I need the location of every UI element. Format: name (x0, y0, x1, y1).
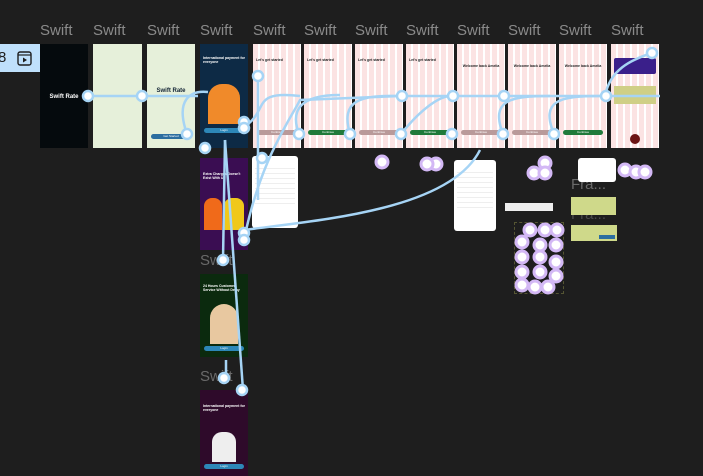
login-button[interactable]: Login (204, 464, 244, 469)
connector-handles (81, 46, 659, 397)
continue-button[interactable]: Continue (308, 130, 348, 135)
frame-label[interactable]: Swift (508, 22, 541, 39)
frame-label[interactable]: Swift (406, 22, 439, 39)
flow-number: 8 (0, 49, 7, 66)
login-button[interactable]: Login (204, 128, 244, 133)
modal-dialog[interactable] (578, 158, 616, 182)
frame-label[interactable]: Swift (40, 22, 73, 39)
login-button[interactable]: Login (204, 346, 244, 351)
logo-text: Swift Rate (156, 88, 186, 94)
continue-button[interactable]: Continue (563, 130, 603, 135)
frame-label[interactable]: Swift (457, 22, 490, 39)
play-frame-icon (17, 51, 32, 66)
logo-text: Swift Rate (49, 94, 79, 100)
frame-label[interactable]: Swift (93, 22, 126, 39)
get-started-button[interactable]: Get Started (151, 134, 191, 139)
icon-set (514, 222, 564, 294)
frame-label[interactable]: Swift (200, 22, 233, 39)
info-component[interactable] (571, 225, 617, 241)
country-list-sheet[interactable] (252, 156, 298, 228)
frame-label[interactable]: Swift (147, 22, 180, 39)
interaction-bubbles (374, 154, 653, 295)
continue-button[interactable]: Continue (512, 130, 552, 135)
frame-label[interactable]: Swift (559, 22, 592, 39)
frame-label[interactable]: Swift (304, 22, 337, 39)
frame-label[interactable]: Swift (611, 22, 644, 39)
frame-splash[interactable]: Swift Rate (40, 44, 88, 148)
tab-bar-component[interactable] (505, 203, 553, 211)
prototype-flow-tab[interactable]: 8 (0, 44, 40, 72)
continue-button[interactable]: Continue (257, 130, 297, 135)
currency-component[interactable] (571, 197, 616, 215)
connector-lines (88, 51, 660, 391)
continue-button[interactable]: Continue (461, 130, 501, 135)
continue-button[interactable]: Continue (359, 130, 399, 135)
continue-button[interactable]: Continue (410, 130, 450, 135)
frame-label[interactable]: Swift (355, 22, 388, 39)
frame-promo[interactable]: International payment for everyone Login (200, 390, 248, 476)
frame-label[interactable]: Swift (253, 22, 286, 39)
onboarding-title: International payment for everyone (203, 56, 246, 64)
